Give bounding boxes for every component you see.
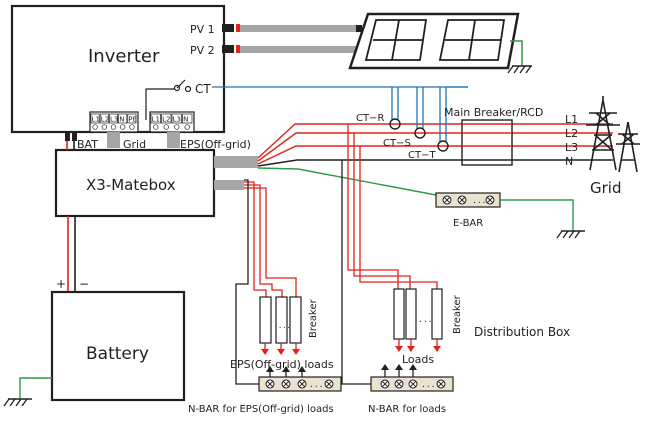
eps-cable-stub <box>167 132 180 148</box>
pv2-label: PV 2 <box>190 44 215 57</box>
nbar-eps-terminals: ... <box>265 379 334 389</box>
solar-panel-icon <box>348 12 520 70</box>
ct-r-clamp: CT−R <box>356 87 401 130</box>
grid-cable-stub <box>107 132 120 148</box>
ebar-label: E-BAR <box>453 218 483 229</box>
eps-breaker-label: Breaker <box>308 298 319 338</box>
eps-feeders <box>235 179 297 385</box>
l2-label: L2 <box>565 127 578 140</box>
breaker-throughs <box>462 123 512 161</box>
eps-port-label: EPS(Off-grid) <box>180 138 251 151</box>
matebox-box <box>54 148 216 218</box>
grid-screw-2 <box>110 124 117 130</box>
battery-cables <box>66 141 76 292</box>
ebar-terminals: ... <box>442 195 495 205</box>
panel-earth-icon <box>507 40 532 74</box>
matebox-label: X3-Matebox <box>86 176 176 194</box>
earth-line <box>257 167 437 196</box>
eps-cell-2 <box>171 113 182 124</box>
grid-screw-1 <box>101 124 107 130</box>
ct-t-label: CT−T <box>408 150 436 161</box>
battery-label: Battery <box>86 344 149 364</box>
eps-terminal-3: N <box>183 116 188 124</box>
eps-screw-2 <box>174 124 180 130</box>
grid-cell-1 <box>99 113 109 124</box>
bat-connector <box>65 131 77 141</box>
pv1-label: PV 1 <box>190 23 215 36</box>
ct-s-label: CT−S <box>383 138 411 149</box>
svg-text:...: ... <box>472 196 486 205</box>
eps-cell-3 <box>182 113 193 124</box>
nbar-loads-terminals: ... <box>380 379 446 389</box>
pv1-cable <box>240 25 358 32</box>
ct-switch-icon <box>145 79 192 120</box>
inverter-box <box>10 4 226 134</box>
grid-port-label: Grid <box>123 138 146 151</box>
grid-cell-3 <box>118 113 128 124</box>
ct-s-clamp: CT−S <box>383 87 426 149</box>
battery-minus-label: − <box>79 277 89 291</box>
grid-pylon-icon <box>586 96 640 173</box>
eps-screw-0 <box>153 124 159 130</box>
eps-cell-1 <box>161 113 172 124</box>
loads-breakers: ... <box>393 288 443 340</box>
grid-terminal-1: L2 <box>101 116 109 124</box>
l3-label: L3 <box>565 141 578 154</box>
distribution-box-label: Distribution Box <box>474 325 570 339</box>
ebar-earth-icon <box>500 199 585 239</box>
matebox-eps-cable <box>214 180 244 190</box>
pv2-connector <box>222 45 240 53</box>
nbar-loads-label: N-BAR for loads <box>368 404 446 415</box>
grid-terminal-2: L3 <box>110 116 118 124</box>
eps-terminal-1: L2 <box>162 116 170 124</box>
grid-cell-0 <box>90 113 100 124</box>
main-breaker-box <box>461 119 513 166</box>
ct-port-label: CT <box>195 82 211 96</box>
ct-t-clamp: CT−T <box>408 86 468 161</box>
eps-cell-0 <box>150 113 161 124</box>
eps-loads-label: EPS(Off-grid) loads <box>230 358 334 371</box>
grid-screw-4 <box>129 124 135 130</box>
grid-terminal-0: L1 <box>92 116 100 124</box>
eps-terminal-2: L3 <box>173 116 181 124</box>
grid-screw-3 <box>120 124 126 130</box>
grid-cell-2 <box>109 113 118 124</box>
grid-terminal-4: PE <box>128 116 137 124</box>
battery-box <box>50 290 186 402</box>
grid-cell-4 <box>127 113 137 124</box>
nbar-eps-label: N-BAR for EPS(Off-grid) loads <box>188 404 334 415</box>
eps-arrows <box>261 343 306 378</box>
eps-terminal-0: L1 <box>152 116 160 124</box>
eps-breakers: ... <box>259 296 302 344</box>
grid-terminal-3: N <box>119 116 124 124</box>
main-breaker-label: Main Breaker/RCD <box>444 106 543 119</box>
loads-label: Loads <box>402 353 434 366</box>
eps-screw-1 <box>163 124 169 130</box>
grid-label: Grid <box>590 179 621 197</box>
svg-text:...: ... <box>421 380 435 389</box>
n-label: N <box>565 155 573 168</box>
battery-plus-label: + <box>56 277 66 291</box>
battery-earth-icon <box>3 377 52 407</box>
bat-label: BAT <box>77 138 98 151</box>
inverter-label: Inverter <box>88 46 160 67</box>
svg-text:...: ... <box>309 380 323 389</box>
pv2-cable <box>240 46 358 53</box>
eps-screw-3 <box>184 124 190 130</box>
l1-label: L1 <box>565 113 578 126</box>
loads-breaker-label: Breaker <box>452 294 463 334</box>
loads-arrows <box>381 339 441 378</box>
ct-r-label: CT−R <box>356 113 384 124</box>
grid-screw-0 <box>92 124 98 130</box>
loads-feeders <box>341 124 438 385</box>
loads-breaker-dots: ... <box>418 315 432 324</box>
pv1-connector <box>222 24 240 32</box>
eps-breaker-dots: ... <box>278 322 291 330</box>
matebox-grid-cable <box>214 156 258 168</box>
